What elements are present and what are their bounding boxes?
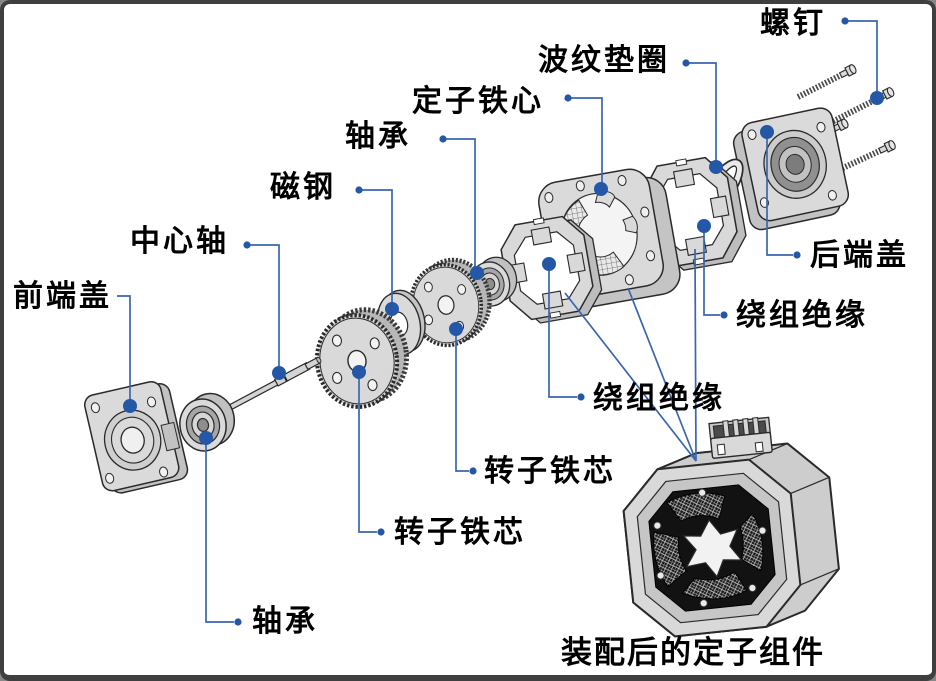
label-magnet-steel: 磁钢	[270, 171, 336, 204]
label-bearing-bottom: 轴承	[252, 605, 318, 638]
label-center-shaft: 中心轴	[130, 225, 229, 258]
label-stator-core: 定子铁心	[412, 85, 544, 118]
leader-dots	[123, 17, 884, 626]
diagram-caption: 装配后的定子组件	[561, 635, 825, 670]
label-wave-washer: 波纹垫圈	[538, 44, 670, 77]
connector-drawing	[708, 416, 773, 459]
leader-lines	[117, 20, 878, 623]
label-bearing-top: 轴承	[345, 120, 411, 153]
front-end-cover-drawing	[83, 380, 189, 494]
label-screws: 螺钉	[760, 7, 826, 40]
label-rear-end-cover: 后端盖	[810, 239, 909, 272]
label-winding-insulation-mid: 绕组绝缘	[593, 382, 725, 415]
center-shaft-drawing	[224, 356, 322, 413]
label-rotor-core-lower: 转子铁芯	[394, 516, 526, 549]
rear-end-cover-drawing	[732, 107, 850, 231]
assembled-stator-drawing	[622, 416, 840, 638]
label-winding-insulation-right: 绕组绝缘	[736, 299, 868, 332]
label-front-end-cover: 前端盖	[13, 280, 112, 313]
label-rotor-core-upper: 转子铁芯	[484, 455, 616, 488]
